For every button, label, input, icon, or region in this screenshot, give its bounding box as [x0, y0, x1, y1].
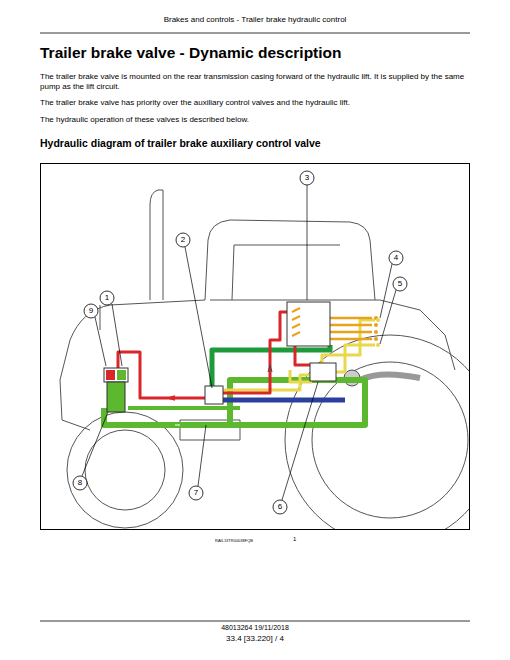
callout-circles: [73, 171, 407, 514]
document-code: 48013264 19/11/2018: [40, 624, 470, 633]
callout-number: 5: [393, 279, 407, 289]
figure-number: 1: [293, 536, 296, 544]
body-paragraph: The hydraulic operation of these valves …: [40, 115, 470, 125]
body-paragraph: The trailer brake valve is mounted on th…: [40, 72, 470, 92]
figure-frame: [41, 164, 470, 530]
valve-blocks: [104, 302, 380, 412]
section-heading: Hydraulic diagram of trailer brake auxil…: [40, 137, 470, 150]
body-paragraph: The trailer brake valve has priority ove…: [40, 98, 470, 108]
callout-number: 8: [73, 478, 87, 488]
figure-code: RAIL13TR00038FQB: [215, 538, 253, 543]
callout-number: 2: [176, 235, 190, 245]
callout-number: 3: [300, 173, 314, 183]
footer-rule: [40, 621, 470, 622]
page-number: 33.4 [33.220] / 4: [40, 634, 470, 644]
callout-number: 6: [273, 502, 287, 512]
callout-number: 9: [84, 306, 98, 316]
callout-number: 4: [389, 253, 403, 263]
tractor-outline: [60, 190, 469, 529]
page-title: Trailer brake valve - Dynamic descriptio…: [40, 43, 342, 62]
running-header: Brakes and controls - Trailer brake hydr…: [40, 15, 470, 25]
header-rule: [40, 33, 470, 34]
hydraulic-lines: [104, 312, 375, 425]
callout-number: 1: [100, 293, 114, 303]
leader-lines: [82, 185, 396, 500]
callout-number: 7: [189, 488, 203, 498]
